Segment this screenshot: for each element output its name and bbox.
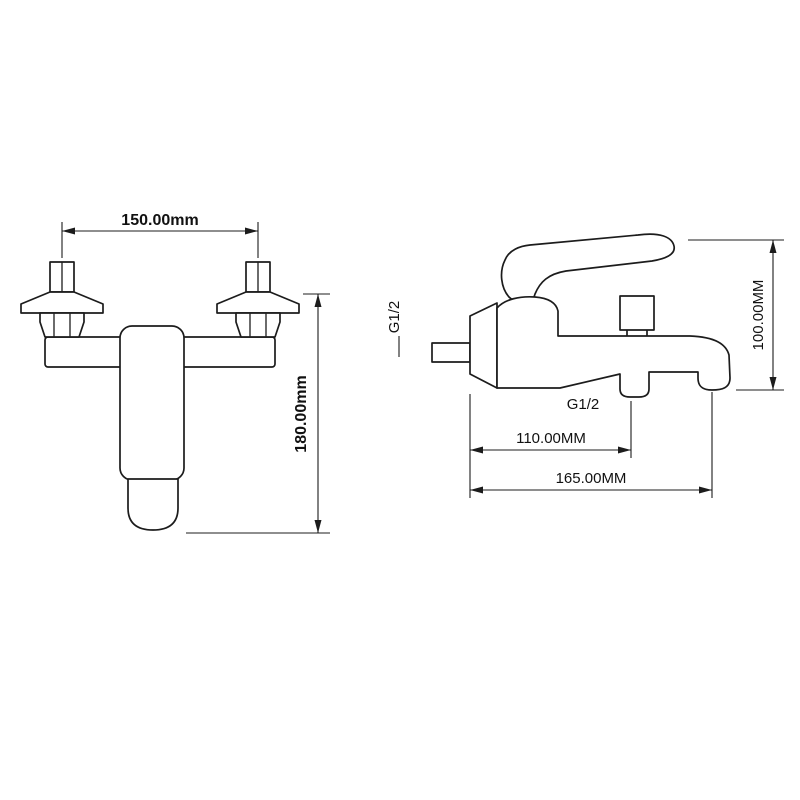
- side-body-and-spout: [496, 295, 731, 398]
- side-escutcheon: [469, 302, 498, 389]
- side-offset-dimension-label: 110.00MM: [516, 430, 586, 447]
- front-width-dimension: 150.00mm: [61, 212, 259, 258]
- arrowhead-right: [699, 486, 712, 494]
- extension-lines: [688, 239, 784, 391]
- extension-lines: [469, 394, 632, 498]
- hex-nut-facets: [53, 313, 71, 337]
- handle-lever: [500, 233, 675, 305]
- arrowhead-left: [470, 446, 483, 454]
- side-height-dimension: 100.00MM: [688, 239, 784, 391]
- side-inlet-thread-label: G1/2: [386, 301, 403, 334]
- arrowhead-bottom: [769, 377, 777, 390]
- escutcheon-flange: [216, 291, 300, 314]
- side-view: G1/2 G1/2 110.00MM 165.00MM: [386, 233, 784, 498]
- arrowhead-left: [470, 486, 483, 494]
- front-view: 150.00mm 180.00mm: [20, 212, 330, 534]
- side-depth-dimension: 165.00MM: [470, 392, 713, 498]
- front-height-dimension-label: 180.00mm: [293, 375, 310, 452]
- front-right-inlet: [216, 261, 300, 338]
- arrowhead-right: [245, 227, 258, 235]
- front-mixer-body: [119, 325, 185, 481]
- side-inlet-pipe: [431, 342, 471, 363]
- side-depth-dimension-label: 165.00MM: [556, 470, 627, 487]
- extension-lines: [61, 222, 259, 258]
- front-height-dimension: 180.00mm: [186, 293, 330, 534]
- extension-lines: [186, 293, 330, 534]
- escutcheon-flange: [20, 291, 104, 314]
- side-height-dimension-label: 100.00MM: [750, 280, 767, 351]
- arrowhead-bottom: [314, 520, 322, 533]
- front-width-dimension-label: 150.00mm: [121, 212, 198, 229]
- hex-nut: [39, 312, 85, 338]
- diverter-knob: [619, 295, 655, 339]
- arrowhead-top: [769, 240, 777, 253]
- diverter-square: [619, 295, 655, 331]
- arrowhead-right: [618, 446, 631, 454]
- side-outlet-thread-label: G1/2: [567, 396, 600, 413]
- front-left-inlet: [20, 261, 104, 338]
- front-spout: [127, 478, 179, 531]
- arrowhead-top: [314, 294, 322, 307]
- hex-nut: [235, 312, 281, 338]
- side-offset-dimension: 110.00MM: [469, 394, 632, 498]
- side-inlet-thread-callout: G1/2: [386, 301, 403, 357]
- hex-nut-facets: [249, 313, 267, 337]
- arrowhead-left: [62, 227, 75, 235]
